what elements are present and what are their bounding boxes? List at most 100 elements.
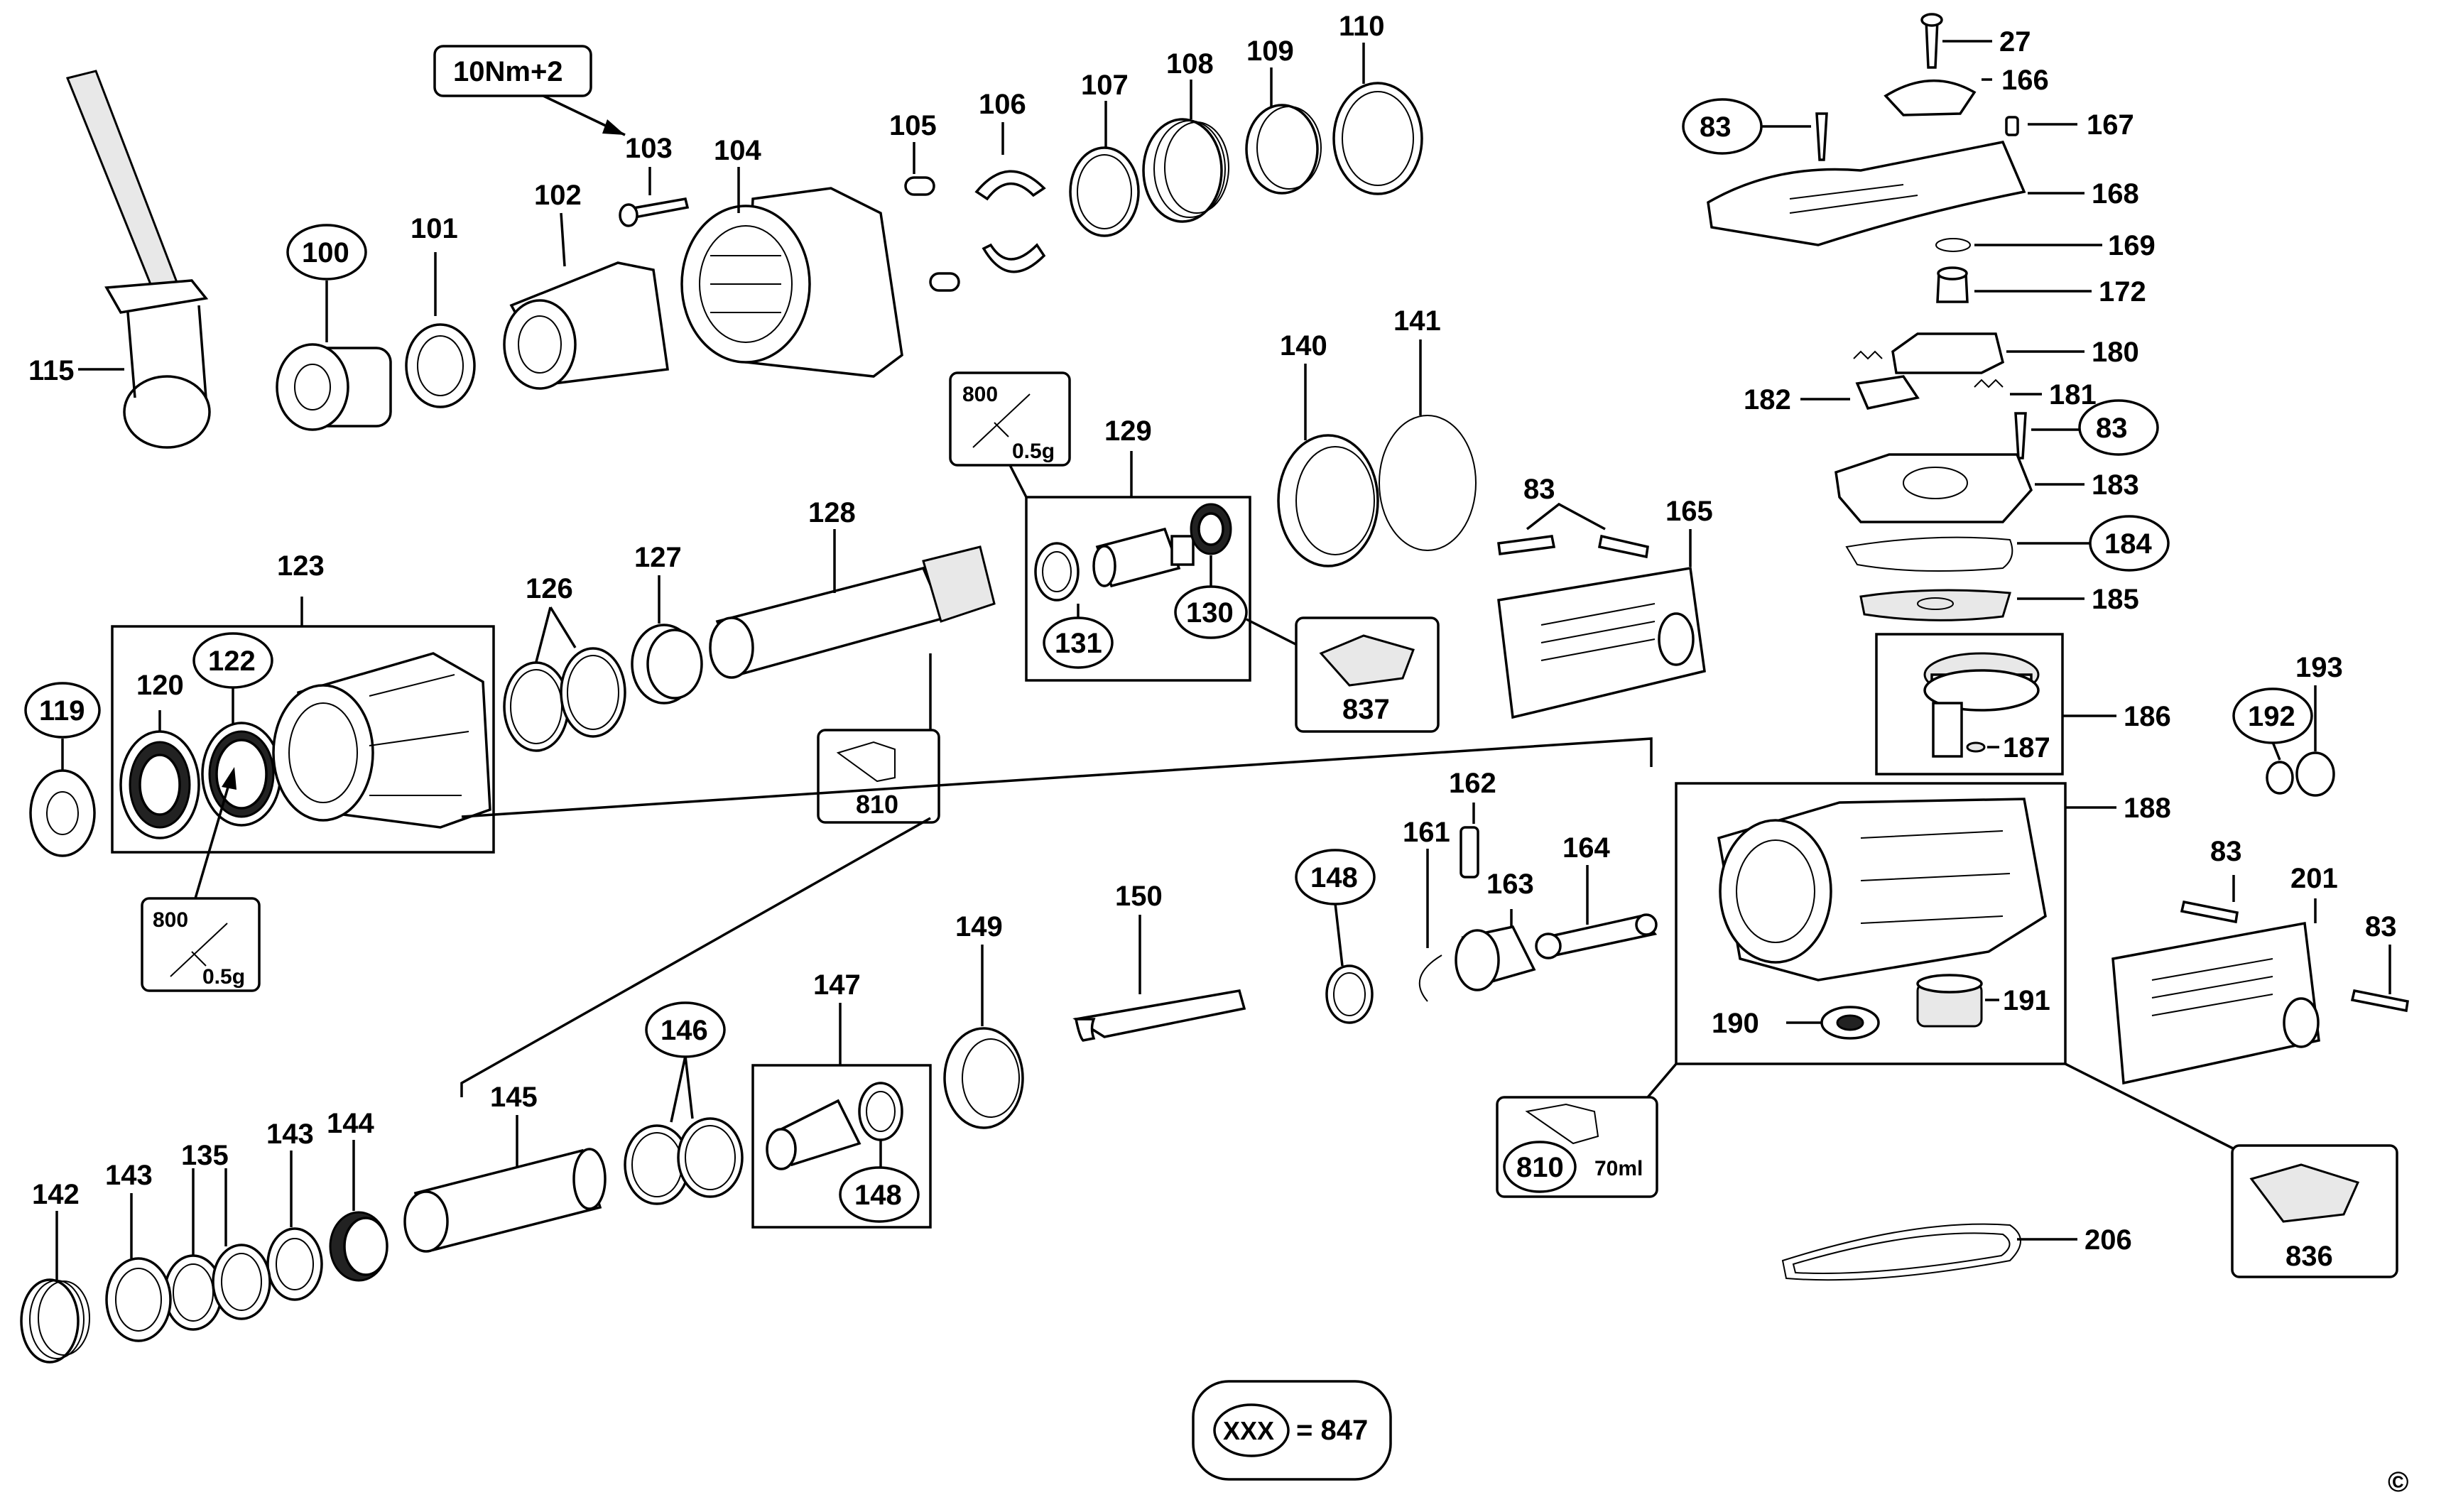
part-105-pins[interactable] bbox=[904, 142, 960, 292]
part-168-top-cover[interactable] bbox=[1707, 141, 2084, 246]
part-115-side-handle[interactable] bbox=[65, 70, 211, 449]
label-163: 163 bbox=[1486, 869, 1534, 900]
part-162-pin[interactable] bbox=[1460, 803, 1479, 879]
part-83-screw-top[interactable] bbox=[1815, 112, 1828, 161]
part-127-bushing[interactable] bbox=[631, 575, 703, 705]
part-130-seal[interactable] bbox=[1190, 503, 1232, 589]
part-107-ring[interactable] bbox=[1069, 101, 1140, 237]
part-144-bushing[interactable] bbox=[329, 1140, 388, 1282]
label-188: 188 bbox=[2124, 793, 2171, 824]
part-129-valve[interactable] bbox=[1092, 527, 1195, 588]
legend-equals: = 847 bbox=[1296, 1415, 1368, 1446]
part-148-ring-upper[interactable] bbox=[1325, 903, 1374, 1024]
label-83-mid: 83 bbox=[1523, 474, 1555, 505]
part-182-slider[interactable] bbox=[1800, 375, 1920, 410]
part-108-spring[interactable] bbox=[1142, 80, 1229, 223]
part-148-ring-lower[interactable] bbox=[858, 1082, 903, 1168]
part-143-ring-b[interactable] bbox=[266, 1151, 323, 1301]
label-130: 130 bbox=[1186, 597, 1234, 629]
grease-left-arrowhead bbox=[222, 767, 237, 790]
part-142-spring[interactable] bbox=[20, 1211, 90, 1364]
part-128-spindle[interactable] bbox=[709, 529, 996, 730]
label-127: 127 bbox=[634, 542, 682, 573]
part-206-belt[interactable] bbox=[1781, 1223, 2077, 1281]
part-165-side-cover[interactable] bbox=[1497, 529, 1706, 719]
part-27-screw[interactable] bbox=[1920, 13, 1992, 69]
callout-circle-83-right bbox=[2078, 399, 2159, 456]
part-181-springs[interactable] bbox=[1853, 350, 2042, 396]
part-161-circlip[interactable] bbox=[1418, 849, 1442, 1002]
part-164-connecting-rod[interactable] bbox=[1535, 865, 1658, 959]
part-163-piston[interactable] bbox=[1455, 909, 1536, 991]
part-100-chuck-sleeve[interactable] bbox=[276, 281, 392, 431]
part-123-cylinder-housing[interactable] bbox=[272, 652, 491, 829]
part-83-screw-201[interactable] bbox=[2180, 875, 2239, 924]
label-181: 181 bbox=[2049, 379, 2097, 410]
part-126-rings[interactable] bbox=[503, 607, 626, 752]
part-120-bearing[interactable] bbox=[119, 710, 200, 839]
label-83-top: 83 bbox=[1700, 112, 1732, 143]
part-110-washer[interactable] bbox=[1332, 43, 1423, 195]
part-180-switch-frame[interactable] bbox=[1891, 332, 2084, 374]
label-128: 128 bbox=[808, 497, 856, 528]
callout-circle-810-right bbox=[1503, 1141, 1577, 1193]
copyright-mark: © bbox=[2388, 1467, 2408, 1498]
part-106-half-shells[interactable] bbox=[974, 122, 1046, 273]
label-27: 27 bbox=[1999, 26, 2031, 58]
part-184-gasket[interactable] bbox=[1845, 536, 2092, 572]
grease-800-left-code: 800 bbox=[153, 908, 188, 932]
label-167: 167 bbox=[2087, 109, 2134, 141]
part-192-193-bushing[interactable] bbox=[2266, 685, 2335, 797]
label-146: 146 bbox=[661, 1015, 708, 1046]
part-119-washer[interactable] bbox=[29, 739, 96, 857]
label-166: 166 bbox=[2001, 65, 2049, 96]
part-135-rings[interactable] bbox=[163, 1168, 271, 1331]
part-191-needle-bearing[interactable] bbox=[1916, 974, 1999, 1028]
part-109-spring[interactable] bbox=[1245, 67, 1322, 195]
label-191: 191 bbox=[2003, 985, 2050, 1016]
label-120: 120 bbox=[136, 670, 184, 701]
part-104-front-housing[interactable] bbox=[680, 167, 903, 378]
part-186-gear[interactable] bbox=[1923, 652, 2040, 758]
part-131-ring[interactable] bbox=[1034, 542, 1080, 618]
part-183-base-plate[interactable] bbox=[1835, 453, 2084, 523]
callout-circle-148-upper bbox=[1295, 849, 1376, 905]
part-102-sleeve[interactable] bbox=[503, 212, 669, 390]
label-147: 147 bbox=[813, 969, 861, 1001]
part-141-circlip[interactable] bbox=[1379, 339, 1477, 551]
part-187-key[interactable] bbox=[1966, 741, 1999, 753]
label-149: 149 bbox=[955, 911, 1003, 942]
part-201-side-cover[interactable] bbox=[2111, 898, 2320, 1085]
label-148-upper: 148 bbox=[1310, 862, 1358, 893]
part-122-seal[interactable] bbox=[201, 680, 282, 827]
part-140-gear-ring[interactable] bbox=[1277, 364, 1379, 567]
part-188-gearbox-housing[interactable] bbox=[1717, 798, 2047, 981]
part-145-cylinder[interactable] bbox=[403, 1115, 607, 1253]
part-147-striker[interactable] bbox=[766, 1099, 861, 1170]
part-146-rings[interactable] bbox=[624, 1055, 744, 1205]
divider-line-upper bbox=[461, 737, 1653, 818]
part-101-ring[interactable] bbox=[405, 252, 476, 408]
label-187: 187 bbox=[2003, 732, 2050, 763]
legend-circle bbox=[1213, 1403, 1290, 1457]
part-172-valve[interactable] bbox=[1936, 266, 2092, 303]
label-168: 168 bbox=[2092, 178, 2139, 210]
callout-circle-146 bbox=[645, 1001, 726, 1058]
part-150-guide[interactable] bbox=[1072, 915, 1246, 1042]
label-206: 206 bbox=[2084, 1224, 2132, 1256]
part-83-screw-201-right[interactable] bbox=[2350, 945, 2409, 1013]
part-149-gear-ring[interactable] bbox=[943, 945, 1024, 1129]
oil-can-icon-mid bbox=[836, 741, 896, 783]
label-106: 106 bbox=[979, 89, 1026, 120]
part-83-screw-right[interactable] bbox=[2014, 412, 2027, 459]
part-169-oring[interactable] bbox=[1935, 238, 2102, 252]
part-185-gasket-plate[interactable] bbox=[1859, 589, 2084, 621]
part-103-screw[interactable] bbox=[619, 167, 690, 227]
part-143-ring-a[interactable] bbox=[105, 1193, 172, 1342]
part-166-knob[interactable] bbox=[1884, 78, 1992, 116]
divider-line-lower bbox=[460, 817, 931, 1097]
part-167-pin[interactable] bbox=[2005, 116, 2077, 136]
lub-810-right-code: 810 bbox=[1516, 1152, 1564, 1183]
part-83-pins-mid[interactable] bbox=[1497, 502, 1649, 559]
part-190-bearing[interactable] bbox=[1786, 1006, 1880, 1040]
